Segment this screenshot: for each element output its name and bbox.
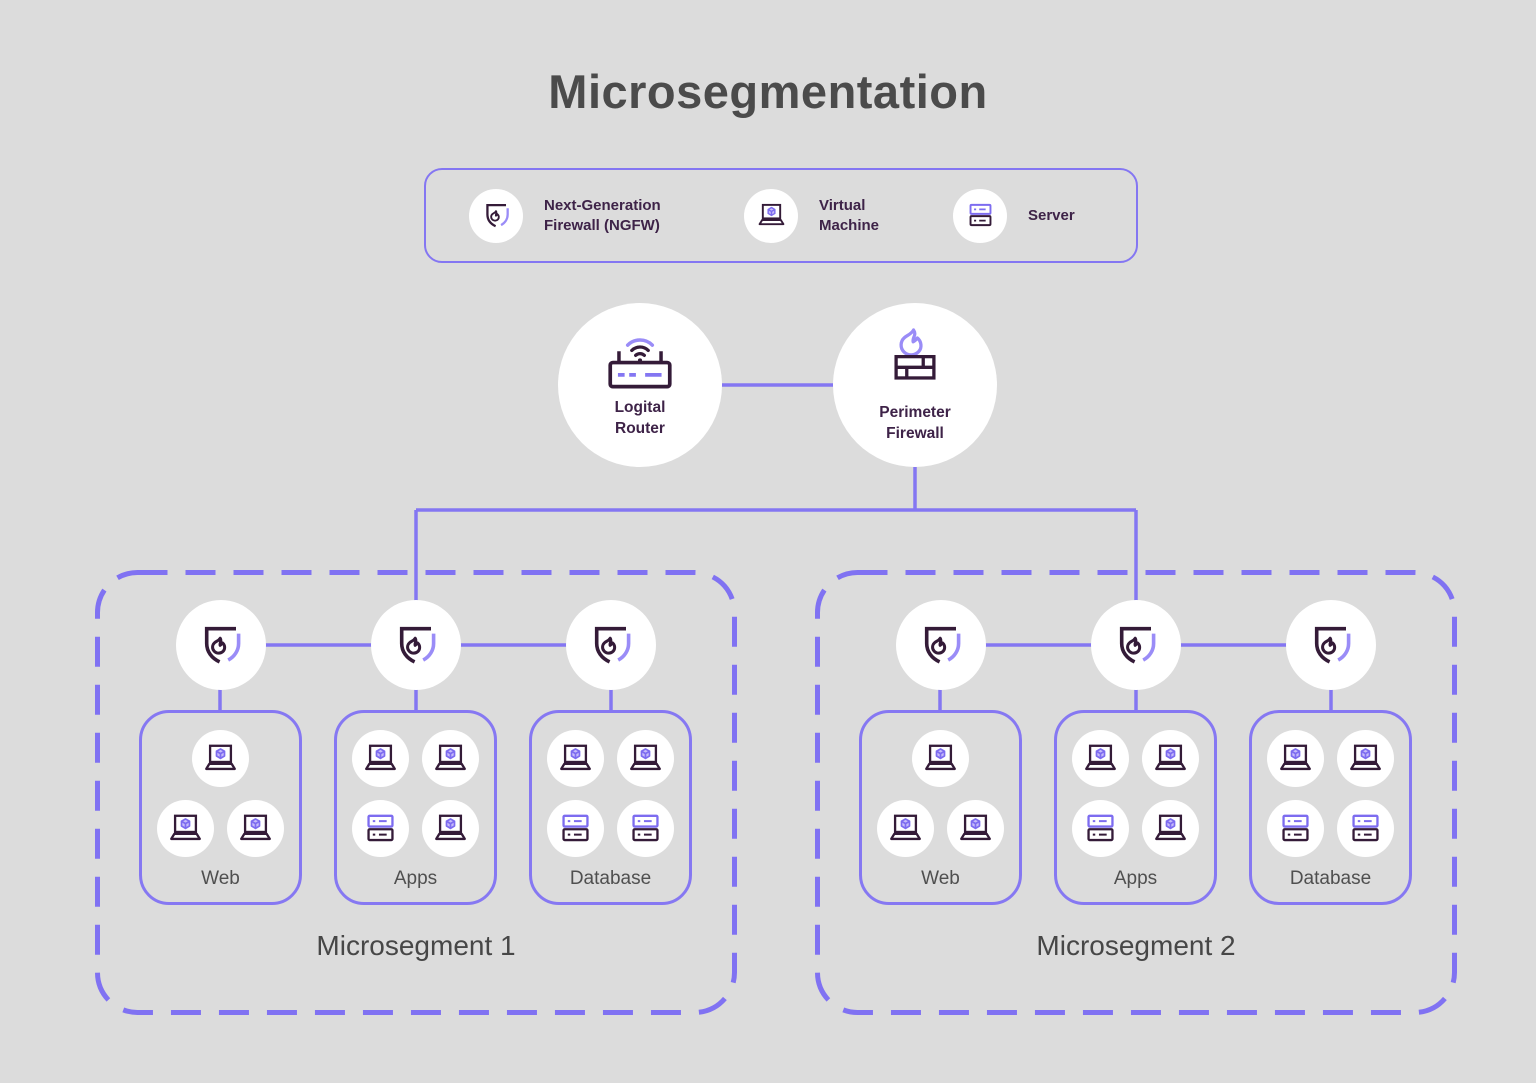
virtual-machine-icon [1152, 742, 1189, 775]
group-label: Database [1289, 868, 1372, 889]
virtual-machine-icon [167, 812, 204, 845]
ngfw-shield-node [1285, 600, 1376, 690]
vm-node [912, 730, 969, 787]
vm-node [352, 730, 409, 787]
device-grid [862, 713, 1019, 857]
logical-router-node: Logital Router [558, 303, 722, 467]
firewall-label: Perimeter Firewall [879, 404, 951, 442]
virtual-machine-icon [922, 742, 959, 775]
legend-item-ngfw: Next-Generation Firewall (NGFW) [469, 170, 684, 261]
virtual-machine-icon [1347, 742, 1384, 775]
legend-box: Next-Generation Firewall (NGFW) Virtual … [424, 168, 1138, 263]
router-label: Logital Router [614, 399, 666, 437]
device-grid [337, 713, 494, 857]
ngfw-shield-node [895, 600, 986, 690]
group-label: Database [569, 868, 652, 889]
ngfw-shield-icon [585, 619, 637, 671]
server-node [1337, 800, 1394, 857]
virtual-machine-icon [957, 812, 994, 845]
legend-label: Server [1028, 206, 1075, 224]
vm-node [227, 800, 284, 857]
group-box-web: Web [859, 710, 1022, 905]
virtual-machine-icon [237, 812, 274, 845]
virtual-machine-icon [1082, 742, 1119, 775]
legend-item-server: Server [953, 170, 1075, 261]
ngfw-shield-node [565, 600, 656, 690]
vm-node [1142, 730, 1199, 787]
ngfw-shield-icon [195, 619, 247, 671]
virtual-machine-icon [432, 812, 469, 845]
server-node [617, 800, 674, 857]
group-box-apps: Apps [334, 710, 497, 905]
virtual-machine-icon [887, 812, 924, 845]
legend-item-virtual-machine: Virtual Machine [744, 170, 899, 261]
vm-node [877, 800, 934, 857]
vm-node [422, 800, 479, 857]
virtual-machine-icon [362, 742, 399, 775]
group-box-database: Database [1249, 710, 1412, 905]
server-icon [953, 188, 1007, 243]
virtual-machine-icon [202, 742, 239, 775]
server-icon [557, 812, 594, 845]
group-box-apps: Apps [1054, 710, 1217, 905]
virtual-machine-icon [432, 742, 469, 775]
ngfw-shield-icon [1110, 619, 1162, 671]
perimeter-firewall-node: Perimeter Firewall [833, 303, 997, 467]
vm-node [1337, 730, 1394, 787]
server-node [1072, 800, 1129, 857]
page-title: Microsegmentation [548, 65, 988, 118]
legend-label: Virtual Machine [819, 197, 880, 234]
server-node [1267, 800, 1324, 857]
wifi-router-icon [601, 331, 679, 391]
server-icon [627, 812, 664, 845]
server-icon [1347, 812, 1384, 845]
virtual-machine-icon [744, 188, 798, 243]
server-icon [1082, 812, 1119, 845]
ngfw-shield-icon [1305, 619, 1357, 671]
ngfw-shield-node [175, 600, 266, 690]
vm-node [192, 730, 249, 787]
microsegment-2: Web Apps [815, 570, 1457, 1015]
device-grid [142, 713, 299, 857]
group-label: Apps [1113, 868, 1158, 889]
ngfw-shield-node [370, 600, 461, 690]
segment-label: Microsegment 2 [1036, 930, 1236, 961]
server-icon [1277, 812, 1314, 845]
group-box-web: Web [139, 710, 302, 905]
microsegment-1: Web Apps [95, 570, 737, 1015]
group-box-database: Database [529, 710, 692, 905]
device-grid [532, 713, 689, 857]
group-label: Web [921, 868, 960, 889]
group-label: Web [201, 868, 240, 889]
server-node [352, 800, 409, 857]
server-node [547, 800, 604, 857]
vm-node [157, 800, 214, 857]
device-grid [1057, 713, 1214, 857]
ngfw-shield-icon [915, 619, 967, 671]
legend-label: Next-Generation Firewall (NGFW) [544, 197, 661, 234]
segment-label: Microsegment 1 [316, 930, 516, 961]
vm-node [422, 730, 479, 787]
vm-node [1267, 730, 1324, 787]
group-label: Apps [393, 868, 438, 889]
vm-node [1142, 800, 1199, 857]
device-grid [1252, 713, 1409, 857]
ngfw-shield-icon [390, 619, 442, 671]
vm-node [617, 730, 674, 787]
vm-node [947, 800, 1004, 857]
ngfw-shield-node [1090, 600, 1181, 690]
vm-node [547, 730, 604, 787]
virtual-machine-icon [627, 742, 664, 775]
ngfw-shield-icon [469, 188, 523, 243]
vm-node [1072, 730, 1129, 787]
virtual-machine-icon [557, 742, 594, 775]
firewall-brick-flame-icon [884, 326, 946, 396]
server-icon [362, 812, 399, 845]
virtual-machine-icon [1152, 812, 1189, 845]
virtual-machine-icon [1277, 742, 1314, 775]
